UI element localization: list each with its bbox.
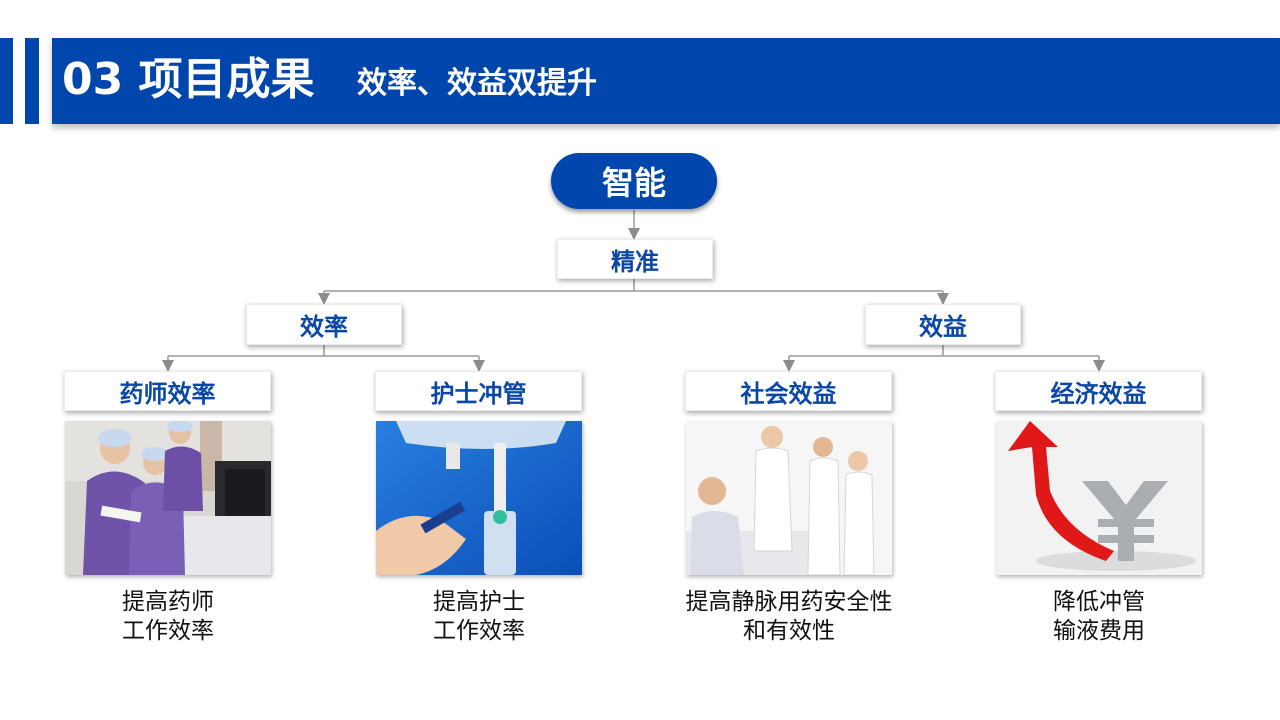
caption-nurse-line2: 工作效率 xyxy=(433,618,525,644)
node-leaf-nurse: 护士冲管 xyxy=(375,371,582,411)
node-leaf-pharmacist: 药师效率 xyxy=(64,371,271,411)
caption-social-line2: 和有效性 xyxy=(743,618,835,644)
caption-social-line1: 提高静脉用药安全性 xyxy=(685,589,893,615)
photo-medical-staff xyxy=(686,421,892,575)
photo-pharmacists xyxy=(65,421,271,575)
node-level1: 精准 xyxy=(557,239,713,279)
header-stripe-middle xyxy=(25,38,39,124)
page-subtitle: 效率、效益双提升 xyxy=(357,66,597,101)
node-efficiency: 效率 xyxy=(246,304,402,345)
node-benefit: 效益 xyxy=(865,304,1021,345)
caption-nurse: 提高护士 工作效率 xyxy=(349,588,609,646)
caption-nurse-line1: 提高护士 xyxy=(433,589,525,615)
header-banner: 03 项目成果 效率、效益双提升 xyxy=(52,38,1280,124)
caption-pharmacist: 提高药师 工作效率 xyxy=(38,588,298,646)
caption-economic-line1: 降低冲管 xyxy=(1053,589,1145,615)
photo-arrow-yen xyxy=(996,421,1202,575)
caption-economic: 降低冲管 输液费用 xyxy=(969,588,1229,646)
node-leaf-economic: 经济效益 xyxy=(995,371,1202,411)
photo-iv-drip xyxy=(376,421,582,575)
header-stripe-left xyxy=(0,38,13,124)
caption-pharmacist-line1: 提高药师 xyxy=(122,589,214,615)
node-leaf-social: 社会效益 xyxy=(685,371,892,411)
caption-economic-line2: 输液费用 xyxy=(1053,618,1145,644)
caption-pharmacist-line2: 工作效率 xyxy=(122,618,214,644)
caption-social: 提高静脉用药安全性 和有效性 xyxy=(659,588,919,646)
node-root: 智能 xyxy=(551,153,717,209)
page-title: 03 项目成果 xyxy=(62,54,315,105)
